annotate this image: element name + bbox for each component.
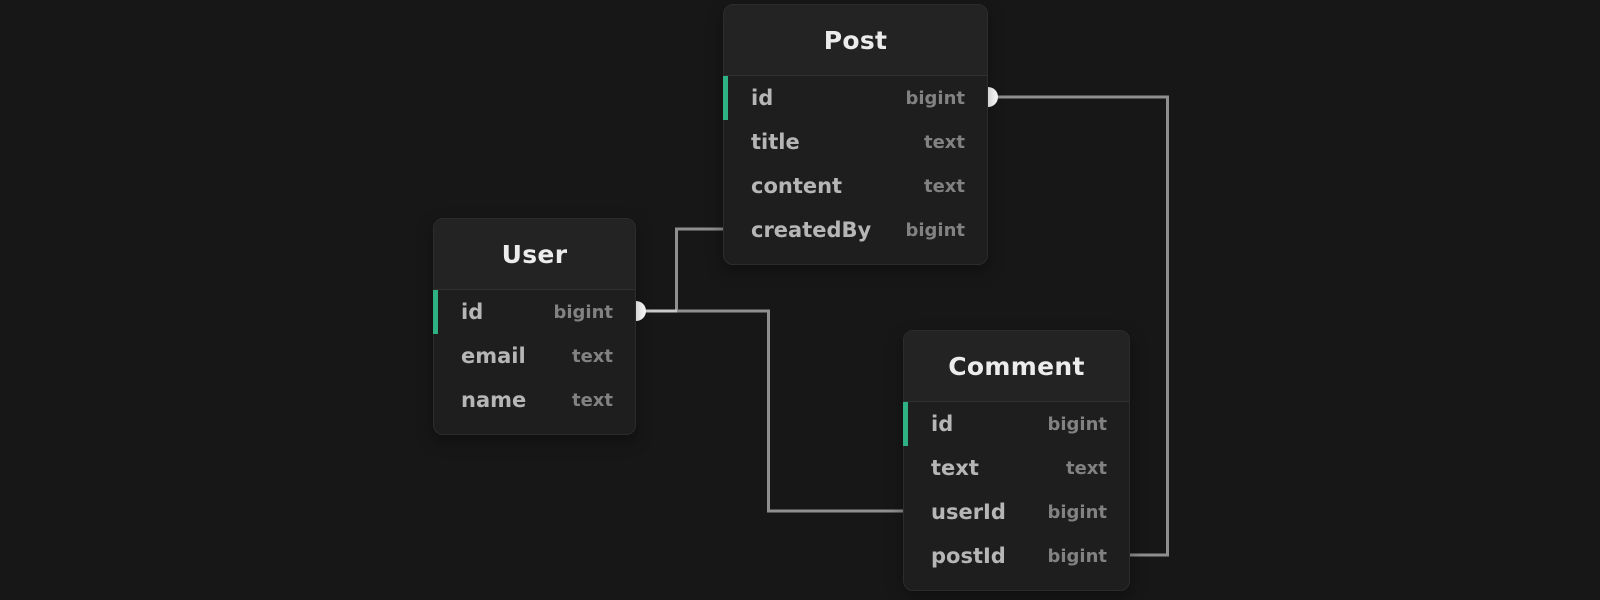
table-user-title[interactable]: User — [434, 219, 635, 290]
column-type: text — [1065, 457, 1107, 479]
primary-key-indicator — [903, 402, 908, 446]
column-type: bigint — [553, 301, 613, 323]
row-comment-text[interactable]: text text — [904, 446, 1129, 490]
relation-user-comment[interactable] — [636, 309, 903, 513]
primary-key-indicator — [433, 290, 438, 334]
table-post-columns: id bigint title text content text create… — [723, 76, 987, 264]
table-post[interactable]: Post id bigint title text content text c… — [723, 4, 988, 265]
column-type: text — [923, 131, 965, 153]
column-name: content — [751, 174, 843, 198]
relation-user-post[interactable] — [636, 227, 723, 313]
row-user-name[interactable]: name text — [434, 378, 635, 422]
table-user[interactable]: User id bigint email text name text — [433, 218, 636, 435]
connection-dot-user-id[interactable] — [636, 301, 646, 321]
column-name: id — [931, 412, 954, 436]
row-post-content[interactable]: content text — [724, 164, 987, 208]
row-post-title[interactable]: title text — [724, 120, 987, 164]
table-user-columns: id bigint email text name text — [433, 290, 635, 434]
column-name: postId — [931, 544, 1006, 568]
column-type: bigint — [1047, 545, 1107, 567]
row-user-email[interactable]: email text — [434, 334, 635, 378]
column-name: name — [461, 388, 527, 412]
column-name: text — [931, 456, 979, 480]
column-type: bigint — [905, 87, 965, 109]
column-type: text — [571, 345, 613, 367]
connection-dot-post-id[interactable] — [988, 87, 998, 107]
row-user-id[interactable]: id bigint — [433, 290, 635, 334]
row-comment-userId[interactable]: userId bigint — [904, 490, 1129, 534]
table-comment-columns: id bigint text text userId bigint postId… — [903, 402, 1129, 590]
column-name: id — [461, 300, 484, 324]
relation-post-comment[interactable] — [988, 95, 1169, 557]
column-name: createdBy — [751, 218, 872, 242]
table-comment-title[interactable]: Comment — [904, 331, 1129, 402]
column-name: email — [461, 344, 526, 368]
table-comment[interactable]: Comment id bigint text text userId bigin… — [903, 330, 1130, 591]
column-type: bigint — [1047, 501, 1107, 523]
column-name: title — [751, 130, 800, 154]
column-type: text — [571, 389, 613, 411]
row-post-id[interactable]: id bigint — [723, 76, 987, 120]
column-name: id — [751, 86, 774, 110]
row-comment-id[interactable]: id bigint — [903, 402, 1129, 446]
column-type: bigint — [905, 219, 965, 241]
column-type: bigint — [1047, 413, 1107, 435]
primary-key-indicator — [723, 76, 728, 120]
column-type: text — [923, 175, 965, 197]
column-name: userId — [931, 500, 1006, 524]
row-comment-postId[interactable]: postId bigint — [904, 534, 1129, 578]
row-post-createdBy[interactable]: createdBy bigint — [724, 208, 987, 252]
table-post-title[interactable]: Post — [724, 5, 987, 76]
